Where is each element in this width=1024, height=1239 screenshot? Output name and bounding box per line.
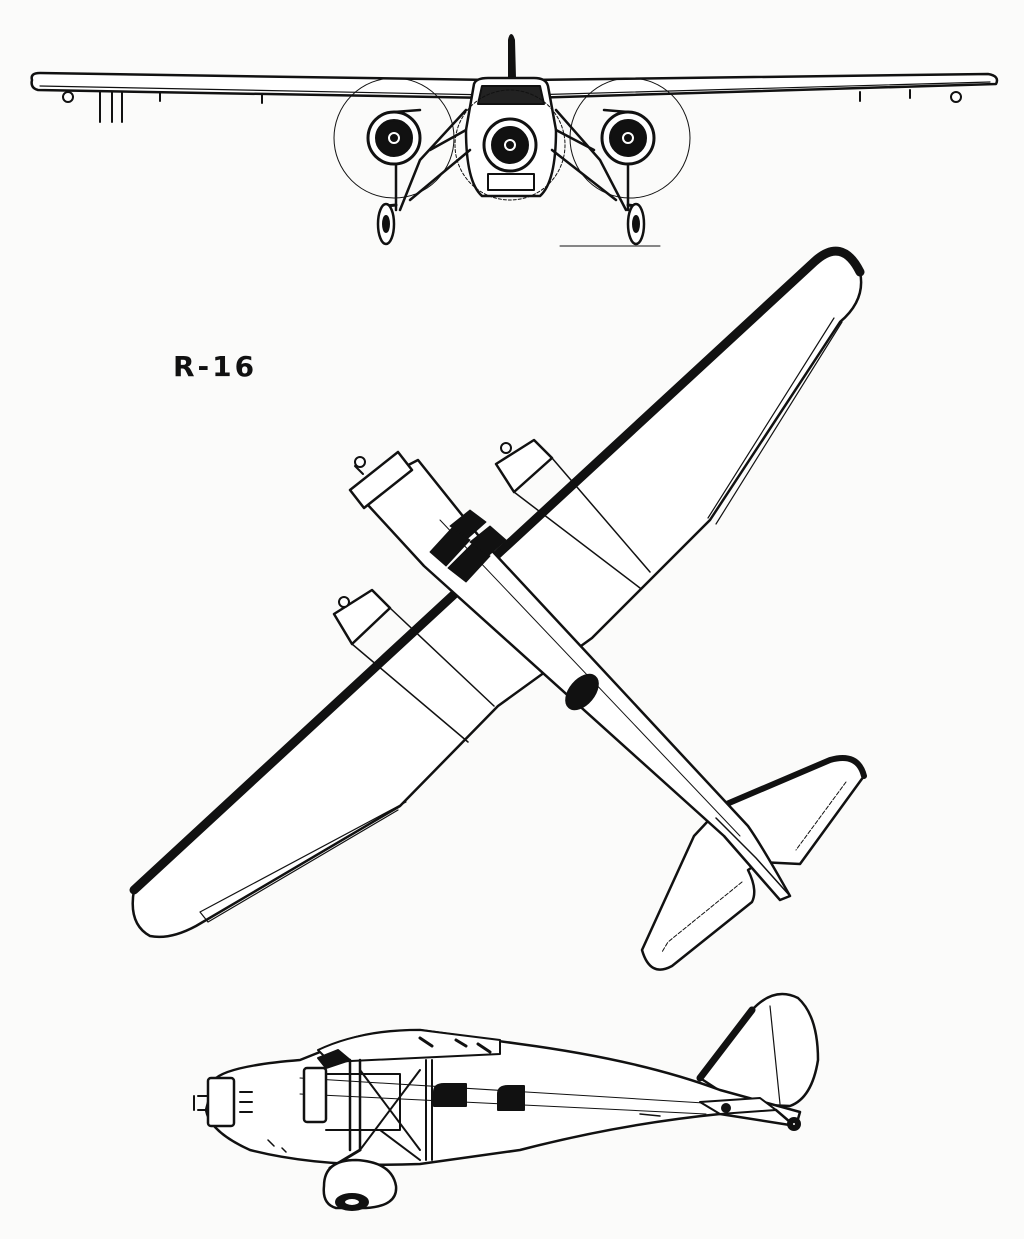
side-view-wing-top-marks	[418, 1036, 492, 1054]
front-view	[30, 34, 999, 247]
side-view-fin-leading-edge	[696, 1006, 756, 1082]
top-view-tailplane-leading-edge	[719, 755, 867, 809]
front-view-wing-fittings	[99, 89, 911, 123]
side-view-struts	[359, 1059, 433, 1161]
front-view-center-engine	[482, 117, 538, 173]
front-view-center-propeller-disc	[454, 89, 566, 201]
aircraft-designation-label: R-16	[173, 350, 258, 383]
top-view-cockpit-glazing	[429, 509, 507, 583]
front-view-right-landing-gear	[626, 202, 646, 246]
side-view-tailplane-fitting	[721, 1103, 731, 1113]
front-view-cockpit-window	[477, 85, 545, 105]
side-view-cabin-window-1	[433, 1083, 467, 1107]
top-view-left-aileron	[199, 801, 407, 923]
front-view-left-wingtip-light	[62, 91, 74, 103]
front-view-fin	[508, 34, 516, 79]
front-view-wing-edge	[39, 81, 991, 96]
side-view-tailplane	[699, 1097, 777, 1115]
top-view-nose-engine	[348, 450, 414, 510]
top-view-tailplane-elevator	[661, 781, 847, 953]
side-view	[193, 992, 820, 1211]
top-view-wing-leading-edge	[129, 246, 865, 895]
side-view-main-landing-gear	[322, 1148, 398, 1211]
front-view-right-engine	[600, 110, 656, 166]
side-view-tail-wheel	[774, 1108, 801, 1131]
top-view-hatch	[565, 673, 599, 711]
top-view-left-engine-nacelle	[332, 588, 495, 743]
front-view-left-landing-gear	[376, 202, 398, 246]
side-view-cabin-window-2	[497, 1085, 525, 1111]
top-view-tail-cone	[715, 817, 791, 897]
side-view-fin	[698, 992, 820, 1108]
front-view-fuselage-bottom	[487, 173, 535, 191]
front-view-left-engine	[366, 110, 422, 166]
top-view-right-aileron	[707, 317, 843, 525]
side-view-panel-marks	[267, 1113, 661, 1153]
side-view-rudder-hinge	[769, 1005, 781, 1105]
top-view-right-engine-nacelle	[494, 438, 651, 589]
front-view-right-wingtip-light	[950, 91, 962, 103]
front-view-struts	[392, 108, 630, 212]
side-view-wing-root	[317, 1029, 501, 1063]
top-view	[129, 246, 867, 971]
side-view-nose-engine	[193, 1076, 253, 1128]
